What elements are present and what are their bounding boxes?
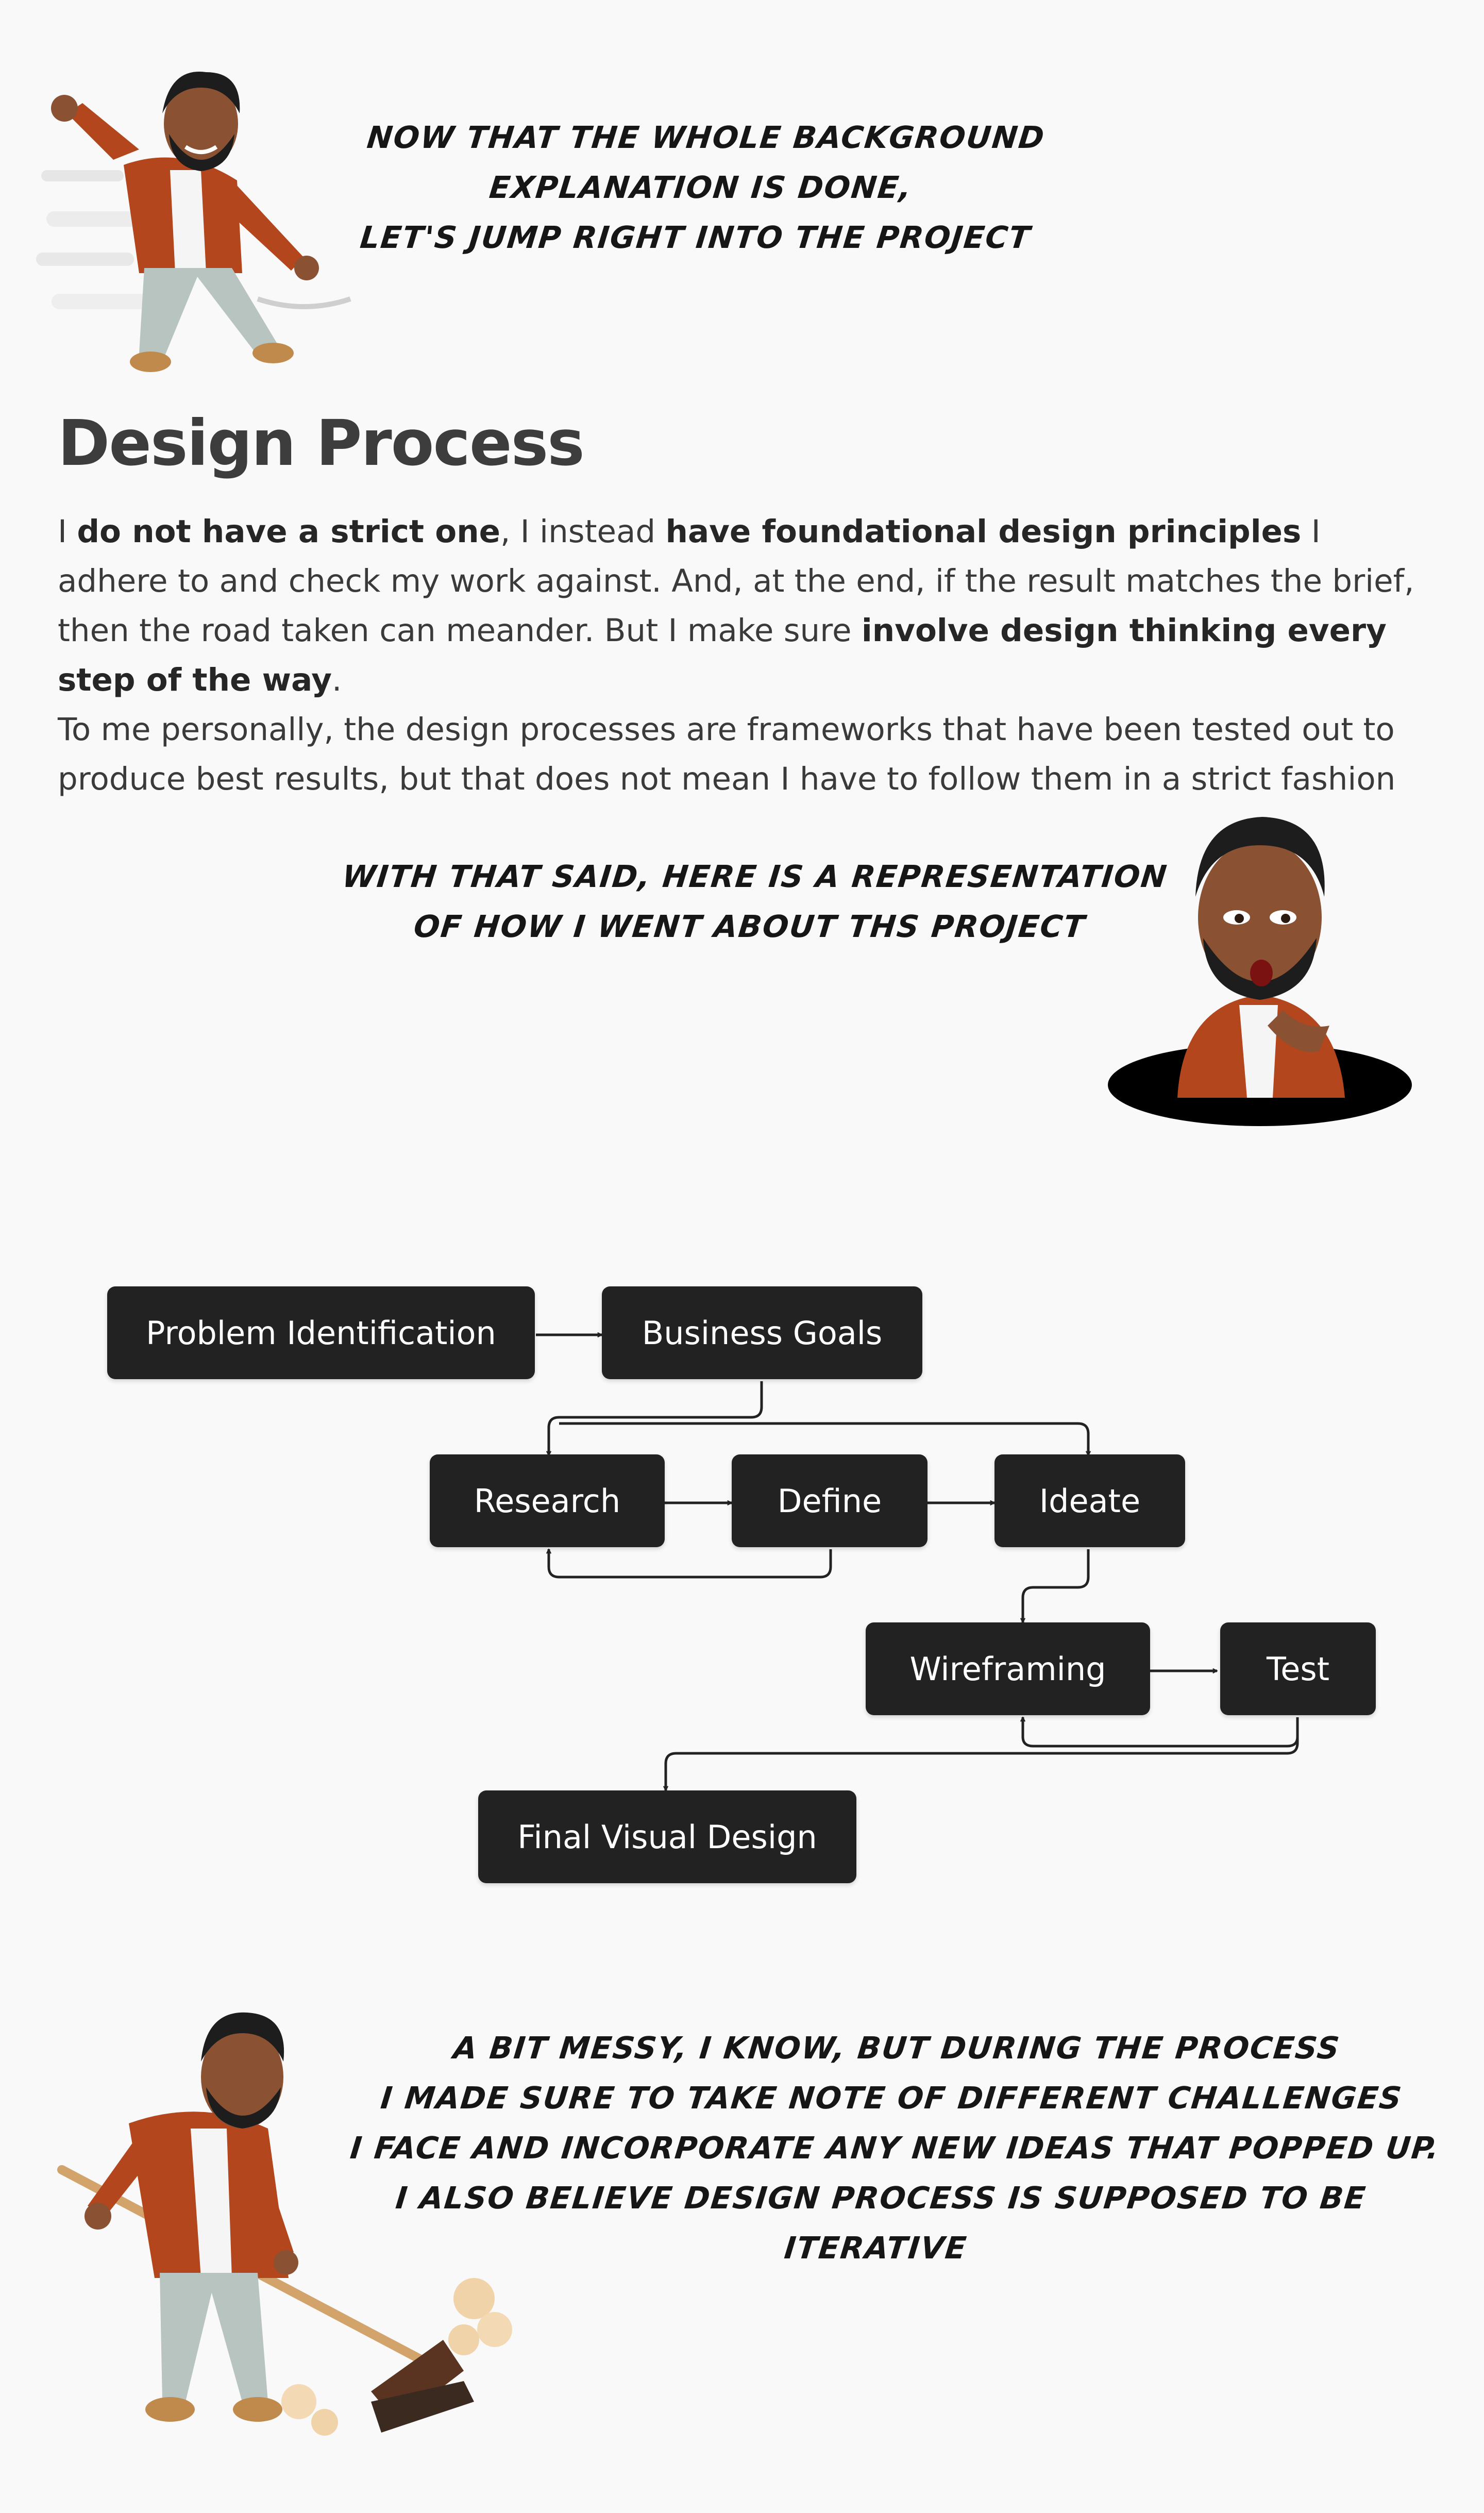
arrow-business-ideate <box>559 1422 1088 1455</box>
arrow-wireframing-final <box>666 1724 1299 1790</box>
section-body: I do not have a strict one, I instead ha… <box>58 507 1439 804</box>
bold-run: involve design thinking every step of th… <box>58 612 1387 698</box>
arrow-define-research-loop <box>549 1549 832 1579</box>
node-business-goals: Business Goals <box>602 1286 922 1379</box>
node-ideate: Ideate <box>994 1454 1185 1547</box>
text-run: . <box>332 662 342 698</box>
node-define: Define <box>732 1454 927 1547</box>
paragraph-frameworks: To me personally, the design processes a… <box>58 711 1396 797</box>
node-test: Test <box>1220 1622 1376 1715</box>
text-run: I adhere to and check my work against. A… <box>58 513 1414 649</box>
bold-run: have foundational design principles <box>665 513 1302 550</box>
node-research: Research <box>430 1454 665 1547</box>
avatar-thinking-icon <box>1108 817 1412 1126</box>
messy-caption: A BIT MESSY, I KNOW, BUT DURING THE PROC… <box>338 2023 1442 2273</box>
avatar-sweeping-icon <box>57 2012 512 2436</box>
avatar-dancing-icon <box>36 72 351 372</box>
caption-line: I FACE AND INCORPORATE ANY NEW IDEAS THA… <box>348 2130 1442 2166</box>
arrow-ideate-wireframing <box>1023 1549 1090 1622</box>
caption-line: ITERATIVE <box>782 2230 969 2266</box>
arrow-business-research <box>549 1381 763 1455</box>
node-final-visual-design: Final Visual Design <box>478 1790 856 1883</box>
text-run: , I instead <box>500 513 666 550</box>
bold-run: do not have a strict one <box>77 513 501 550</box>
node-wireframing: Wireframing <box>866 1622 1150 1715</box>
caption-line: I ALSO BELIEVE DESIGN PROCESS IS SUPPOSE… <box>394 2180 1368 2216</box>
paragraph-principles: I do not have a strict one, I instead ha… <box>58 507 1439 705</box>
node-problem-identification: Problem Identification <box>107 1286 535 1379</box>
caption-line: A BIT MESSY, I KNOW, BUT DURING THE PROC… <box>451 2030 1342 2066</box>
arrow-test-wireframing-loop <box>1023 1717 1299 1748</box>
text-run: I <box>58 513 77 550</box>
caption-line: I MADE SURE TO TAKE NOTE OF DIFFERENT CH… <box>379 2080 1404 2116</box>
section-title: Design Process <box>58 407 585 480</box>
